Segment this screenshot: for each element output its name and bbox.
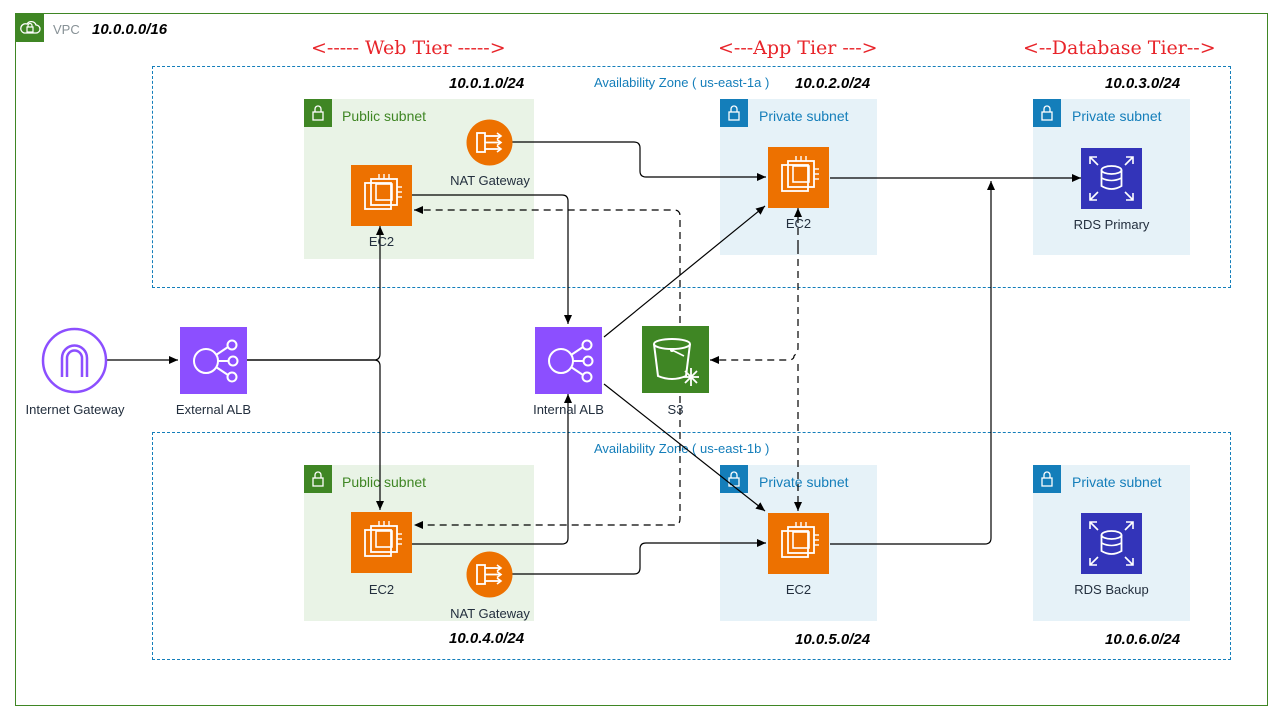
wire-s3-to-web-ec2-b — [414, 396, 681, 529]
app-ec2-b-label: EC2 — [785, 582, 812, 597]
internet-gateway-label: Internet Gateway — [25, 402, 125, 417]
subnet-label-app-b: Private subnet — [759, 474, 849, 490]
vpc-cidr: 10.0.0.0/16 — [92, 21, 168, 38]
rds-primary-label: RDS Primary — [1073, 217, 1150, 232]
web-ec2-b-label: EC2 — [368, 582, 395, 597]
chip-icon — [768, 513, 829, 574]
internal-alb-label: Internal ALB — [533, 402, 604, 417]
subnet-label-web-b: Public subnet — [342, 474, 427, 490]
database-icon — [1081, 513, 1142, 574]
wire-web-ec2-b-to-int-alb — [412, 394, 572, 545]
app-ec2-a-label: EC2 — [785, 216, 812, 231]
cloud-lock-icon — [16, 14, 44, 42]
wire-app-ec2-b-to-rds-primary — [830, 181, 995, 545]
wire-ext-alb-to-web-ec2-b — [246, 359, 384, 510]
nat-gateway-icon — [466, 119, 513, 166]
load-balancer-icon — [535, 327, 602, 394]
lock-icon — [304, 99, 332, 127]
database-tier-heading: <--Database Tier--> — [1023, 37, 1216, 59]
load-balancer-icon — [180, 327, 247, 394]
lock-icon — [1033, 99, 1061, 127]
availability-zone-a — [152, 66, 1231, 288]
lock-icon — [720, 99, 748, 127]
rds-backup-label: RDS Backup — [1074, 582, 1149, 597]
subnet-label-db-b: Private subnet — [1072, 474, 1162, 490]
availability-zone-b-label: Availability Zone ( us-east-1b ) — [594, 441, 770, 456]
subnet-label-app-a: Private subnet — [759, 108, 849, 124]
wire-web-ec2-a-to-int-alb — [412, 194, 572, 324]
lock-icon — [1033, 465, 1061, 493]
nat-gateway-a-label: NAT Gateway — [450, 173, 530, 188]
web-ec2-a-label: EC2 — [368, 234, 395, 249]
external-alb-label: External ALB — [175, 402, 252, 417]
chip-icon — [351, 512, 412, 573]
s3-label: S3 — [667, 402, 684, 417]
availability-zone-b — [152, 432, 1231, 660]
nat-gateway-icon — [466, 551, 513, 598]
vpc-boundary — [15, 13, 1268, 706]
wire-nat-b-to-app-ec2-b — [512, 539, 766, 575]
wire-nat-a-to-app-ec2-a — [512, 141, 766, 181]
web-tier-heading: <----- Web Tier -----> — [311, 37, 506, 59]
subnet-cidr-db-a: 10.0.3.0/24 — [1105, 75, 1181, 92]
subnet-label-web-a: Public subnet — [342, 108, 427, 124]
subnet-cidr-app-a: 10.0.2.0/24 — [795, 75, 871, 92]
vpc-label: VPC — [53, 22, 80, 37]
wire-s3-to-web-ec2-a — [414, 206, 681, 323]
availability-zone-a-label: Availability Zone ( us-east-1a ) — [594, 75, 770, 90]
wire-int-alb-to-app-ec2-a — [603, 205, 766, 338]
chip-icon — [768, 147, 829, 208]
subnet-cidr-web-b: 10.0.4.0/24 — [449, 630, 525, 647]
subnet-cidr-db-b: 10.0.6.0/24 — [1105, 631, 1181, 648]
lock-icon — [304, 465, 332, 493]
internet-gateway-icon — [41, 327, 108, 394]
app-tier-heading: <---App Tier ---> — [718, 37, 878, 59]
subnet-cidr-app-b: 10.0.5.0/24 — [795, 631, 871, 648]
chip-icon — [351, 165, 412, 226]
wire-int-alb-to-app-ec2-b — [603, 383, 766, 512]
nat-gateway-b-label: NAT Gateway — [450, 606, 530, 621]
subnet-cidr-web-a: 10.0.1.0/24 — [449, 75, 525, 92]
database-icon — [1081, 148, 1142, 209]
bucket-icon — [642, 326, 709, 393]
wire-app-ec2-a-to-s3 — [710, 247, 799, 364]
subnet-label-db-a: Private subnet — [1072, 108, 1162, 124]
